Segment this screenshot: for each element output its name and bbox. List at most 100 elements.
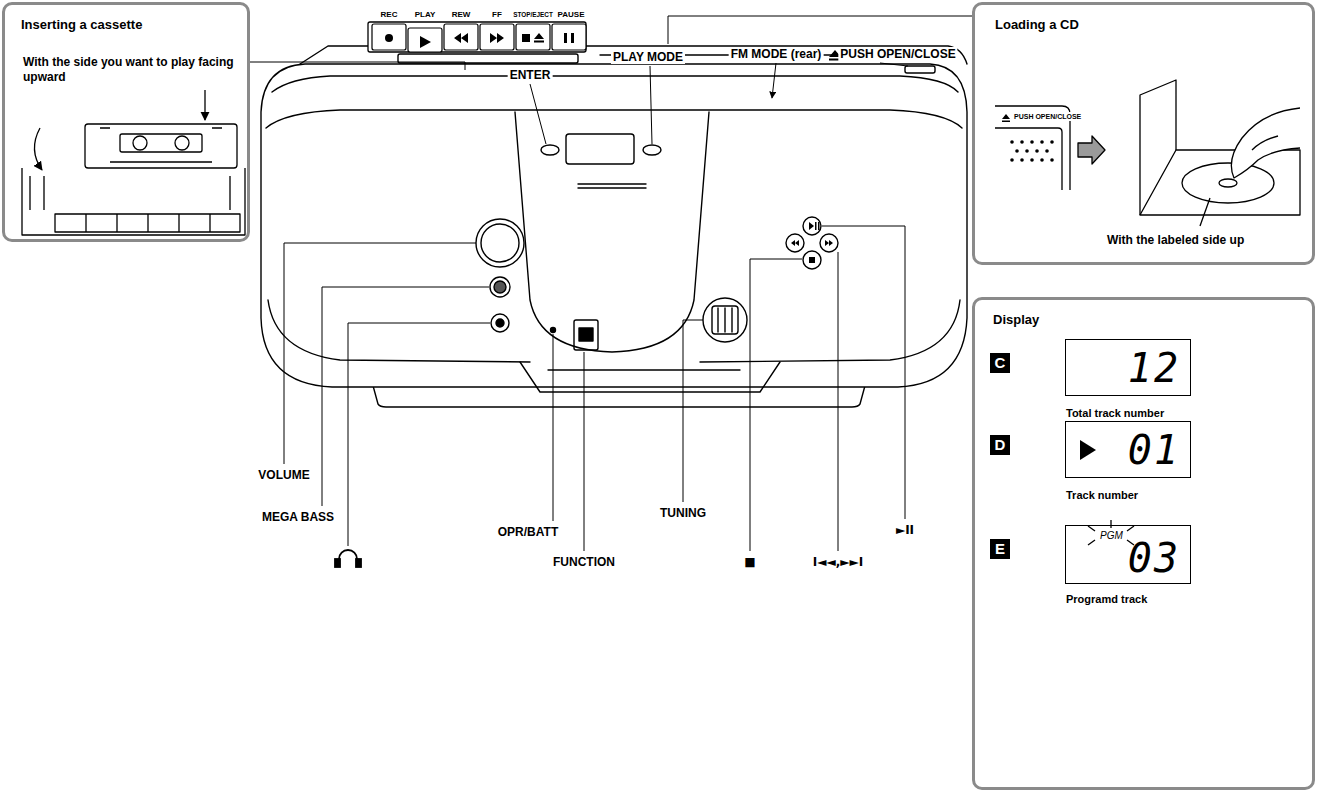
boombox-body (566, 134, 634, 164)
leader-line (553, 334, 554, 521)
headphone-symbol (356, 559, 361, 567)
cd-illustration (1020, 158, 1024, 162)
boombox-body (712, 306, 738, 334)
control-label: MEGA BASS (260, 510, 336, 524)
cassette-illustration (55, 214, 240, 232)
blink-mark (1088, 526, 1095, 531)
boombox-body (520, 362, 780, 392)
instruction-panel: Inserting a cassetteWith the side you wa… (2, 2, 250, 242)
boombox-body (268, 300, 530, 362)
cassette-button-row (444, 24, 478, 50)
boombox-body (905, 66, 935, 73)
leader-line (530, 84, 546, 144)
display-letter: D (990, 435, 1010, 455)
cd-illustration (1182, 163, 1274, 203)
cd-illustration (1010, 158, 1014, 162)
control-label: TUNING (658, 506, 708, 520)
display-letter: E (990, 539, 1010, 559)
leader-line (250, 62, 465, 70)
leader-line (683, 320, 703, 502)
control-symbol: I◄◄,►►I (811, 555, 865, 569)
boombox-body (574, 320, 598, 350)
leader-line (322, 287, 489, 506)
cassette-illustration (133, 136, 147, 150)
leader-line (668, 16, 972, 44)
boombox-body (515, 112, 709, 352)
control-label: OPR/BATT (496, 525, 560, 539)
boombox-body (496, 319, 504, 327)
cassette-button-row (372, 24, 406, 50)
boombox-body (786, 234, 804, 252)
leader-line (880, 63, 908, 66)
panel-heading: Loading a CD (995, 17, 1079, 33)
cd-illustration (1010, 140, 1054, 162)
boombox-body (700, 300, 960, 362)
control-label: FUNCTION (551, 555, 617, 569)
cassette-button-row (516, 24, 550, 50)
cassette-button-row (408, 28, 442, 52)
blink-mark (1110, 520, 1111, 528)
display-panel: Display12Total track number01Track numbe… (972, 297, 1315, 790)
leader-line (584, 352, 585, 551)
cassette-illustration (30, 176, 230, 210)
cd-illustration (1219, 179, 1237, 187)
cassette-illustration (120, 134, 202, 152)
button-symbol (825, 240, 833, 246)
button-symbol (809, 222, 820, 230)
cd-illustration (1015, 149, 1019, 153)
cassette-illustration (22, 90, 245, 235)
cassette-button-row (480, 24, 514, 50)
boombox-body (272, 76, 958, 92)
instruction-text: With the side you want to play facing up… (23, 55, 238, 85)
leader-line (348, 323, 490, 546)
cassette-illustration (100, 128, 222, 162)
cassette-button-row (552, 24, 586, 50)
display-letter: C (990, 353, 1010, 373)
boombox-body (582, 46, 967, 64)
leader-line (284, 243, 476, 464)
blink-mark (1127, 526, 1134, 531)
lcd-digits: 12 (1128, 348, 1180, 388)
caption: Total track number (1066, 406, 1164, 420)
cassette-illustration (22, 168, 245, 235)
boombox-body (643, 145, 661, 155)
button-label: REC (380, 10, 399, 20)
boombox-body (718, 308, 732, 332)
cd-illustration (1045, 149, 1049, 153)
boombox-body (820, 234, 838, 252)
cd-illustration (1025, 149, 1029, 153)
cassette-illustration (86, 214, 210, 232)
control-symbol: ■ (742, 555, 757, 569)
headphone-symbol (335, 559, 340, 567)
cassette-button-row (454, 33, 468, 43)
cassette-button-row (490, 33, 504, 43)
boombox-body (803, 251, 821, 269)
button-label: PAUSE (557, 10, 586, 20)
lcd-indicator: PGM (1100, 530, 1123, 542)
button-label: FF (491, 10, 503, 20)
instruction-text: With the labeled side up (1107, 233, 1244, 248)
button-label: PLAY (414, 10, 437, 20)
lcd-digits: 03 (1128, 538, 1180, 578)
control-label: VOLUME (256, 468, 311, 482)
control-symbol: ►II (894, 523, 916, 537)
leader-line (250, 16, 972, 551)
button-symbol (809, 257, 815, 263)
caption: Track number (1066, 488, 1138, 502)
boombox-body (541, 145, 559, 155)
cassette-illustration (34, 128, 42, 170)
caption: Programd track (1066, 592, 1147, 606)
boombox-body (494, 281, 506, 293)
cd-illustration (1050, 158, 1054, 162)
boombox-body (300, 46, 368, 64)
cd-illustration (1030, 158, 1034, 162)
boombox-body (578, 184, 646, 188)
boombox-body (491, 314, 509, 332)
boombox-body (490, 277, 510, 297)
cassette-button-row (420, 36, 431, 48)
cassette-button-row (571, 33, 574, 43)
cd-illustration (1078, 136, 1105, 164)
cd-illustration (1002, 114, 1010, 122)
control-label: PUSH OPEN/CLOSE (838, 47, 957, 61)
